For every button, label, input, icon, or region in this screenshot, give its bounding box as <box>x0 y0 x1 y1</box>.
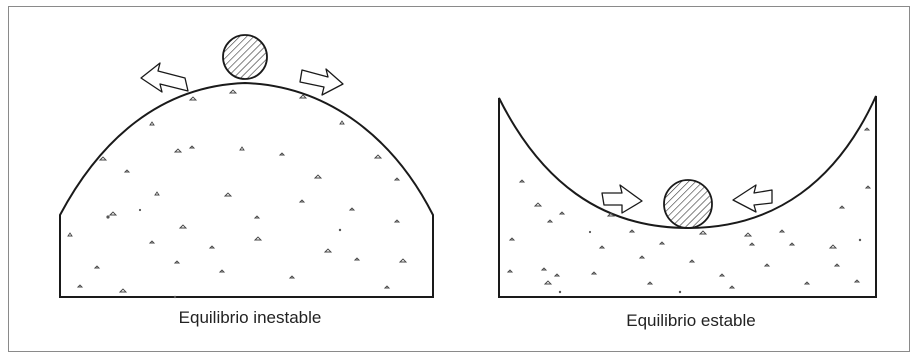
unstable-caption: Equilibrio inestable <box>178 308 322 327</box>
bowl-speckles <box>506 127 872 289</box>
dome-speckles <box>67 89 408 293</box>
stable-caption: Equilibrio estable <box>626 311 756 330</box>
dome-surface <box>59 81 434 298</box>
stable-diagram <box>498 95 877 298</box>
right-restoring-arrow-icon <box>732 184 773 213</box>
figure-frame <box>8 6 910 352</box>
bowl-dots <box>558 230 862 294</box>
ball-in-bowl <box>663 179 713 229</box>
ball-on-dome <box>222 34 268 80</box>
unstable-diagram <box>59 34 434 299</box>
left-push-arrow-icon <box>140 62 189 93</box>
right-push-arrow-icon <box>299 68 344 96</box>
dome-dots <box>106 208 342 299</box>
left-restoring-arrow-icon <box>601 184 643 214</box>
